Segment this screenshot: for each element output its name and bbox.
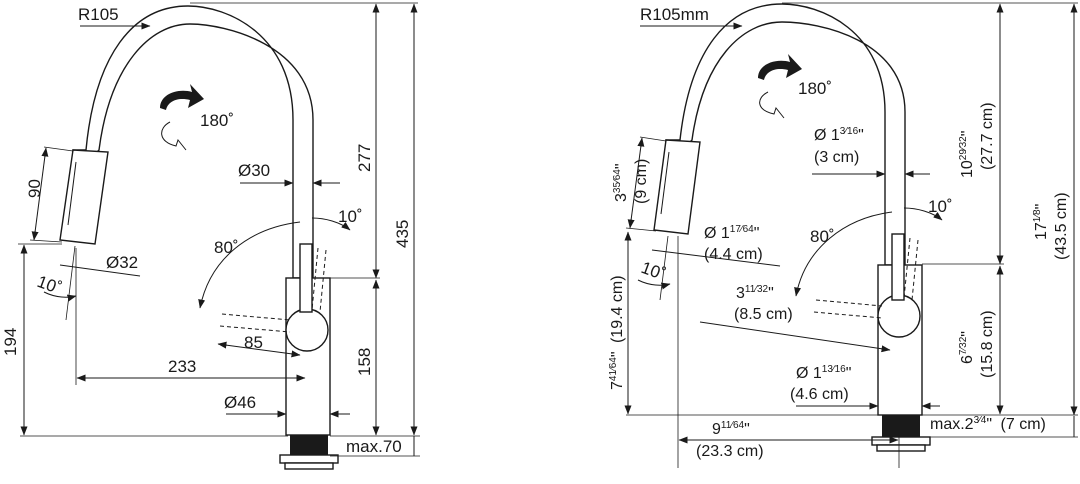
label-spout-height-right: 1029⁄32": [958, 131, 976, 178]
label-total-height-right: 171⁄8": [1032, 204, 1050, 240]
base-nut-left: [290, 435, 328, 455]
label-total-height-left: 435: [393, 220, 412, 248]
label-reach-left: 233: [168, 357, 196, 376]
label-spray-tilt-right: 10˚: [639, 258, 669, 284]
label-reach-right-metric: (23.3 cm): [696, 443, 764, 460]
label-spout-diameter-left: Ø30: [238, 161, 270, 180]
label-lever-length-right: 311⁄32": [736, 284, 774, 302]
label-reach-right: 911⁄64": [712, 420, 750, 438]
label-spray-length-left: 90: [25, 179, 44, 198]
faucet-left: R105 180˚ Ø30 277 435 10˚ 80˚ 90 Ø32 10˚…: [1, 2, 420, 470]
label-spray-height-right: 741⁄64" (19.4 cm): [608, 275, 626, 390]
label-radius-left: R105: [78, 5, 119, 24]
label-spout-height-left: 277: [355, 144, 374, 172]
label-body-height-right-metric: (15.8 cm): [979, 310, 996, 378]
spray-head-right: [653, 139, 701, 235]
label-spout-diameter-right: Ø 13⁄16": [814, 126, 864, 144]
label-spray-length-right-metric: (9 cm): [633, 159, 650, 204]
label-spray-diameter-right: Ø 117⁄64": [704, 224, 759, 242]
lever-left: [299, 243, 313, 313]
label-body-diameter-right-metric: (4.6 cm): [790, 386, 849, 403]
label-total-height-right-metric: (43.5 cm): [1053, 192, 1070, 260]
label-spray-height-left: 194: [1, 328, 20, 356]
label-max-thickness-right: max.23⁄4" (7 cm): [930, 415, 1046, 433]
base-nut-right: [882, 415, 920, 437]
label-rotation-left: 180˚: [200, 111, 234, 130]
label-spray-diameter-right-metric: (4.4 cm): [704, 246, 763, 263]
label-lever-length-left: 85: [244, 333, 263, 352]
lever-right: [891, 233, 905, 301]
label-lever-angle-small-left: 10˚: [338, 207, 363, 226]
lever-knob-right: [877, 294, 921, 338]
label-lever-length-right-metric: (8.5 cm): [734, 306, 793, 323]
label-rotation-right: 180˚: [798, 79, 832, 98]
label-radius-right: R105mm: [640, 5, 709, 24]
rotation-arrow-right: [758, 54, 802, 80]
label-body-diameter-left: Ø46: [224, 393, 256, 412]
lever-knob-left: [285, 308, 329, 352]
label-lever-angle-large-left: 80˚: [214, 238, 239, 257]
label-body-diameter-right: Ø 113⁄16": [796, 364, 851, 382]
label-max-thickness-left: max.70: [346, 437, 402, 456]
rotation-arrow-left: [160, 84, 204, 110]
label-body-height-left: 158: [355, 348, 374, 376]
label-spray-diameter-left: Ø32: [106, 253, 138, 272]
spout-gooseneck-left: [72, 5, 314, 279]
spout-gooseneck-right: [665, 3, 906, 266]
faucet-right: R105mm 180˚ Ø 13⁄16" (3 cm) 1029⁄32" (27…: [608, 2, 1078, 468]
label-spray-length-right: 335⁄64": [612, 163, 630, 202]
label-body-height-right: 67⁄32": [958, 331, 976, 364]
label-spout-height-right-metric: (27.7 cm): [979, 102, 996, 170]
label-lever-angle-large-right: 80˚: [810, 227, 835, 246]
label-spout-diameter-right-metric: (3 cm): [814, 149, 859, 166]
spray-head-left: [59, 149, 109, 245]
label-spray-tilt-left: 10˚: [35, 272, 65, 298]
label-lever-angle-small-right: 10˚: [928, 197, 953, 216]
